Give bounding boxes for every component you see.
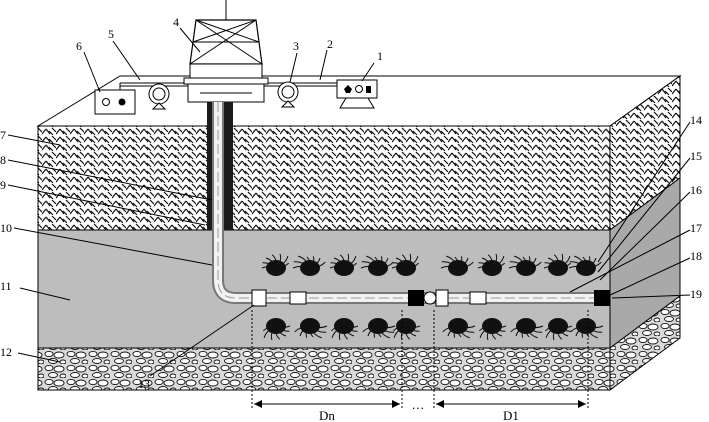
callout-5: 5 (108, 27, 114, 41)
fracture-cluster (545, 318, 573, 341)
fracture-cluster (442, 318, 476, 339)
callout-19: 19 (690, 287, 702, 301)
callout-14: 14 (690, 113, 702, 127)
fracture-cluster (568, 255, 602, 276)
callout-11: 11 (0, 279, 12, 293)
dimension-markers: Dn … D1 (254, 397, 586, 422)
callout-10: 10 (0, 221, 12, 235)
control-indicator-icon (118, 98, 126, 106)
callout-8: 8 (0, 153, 6, 167)
fracture-cluster (510, 318, 544, 339)
fracture-cluster (393, 318, 421, 341)
fracture-networks (261, 253, 604, 341)
overburden-layer (37, 125, 611, 231)
fracture-cluster (362, 318, 396, 339)
callout-12: 12 (0, 345, 12, 359)
control-unit (94, 89, 136, 115)
callout-labels: 1 2 3 4 5 6 7 8 9 10 11 12 13 14 15 16 1… (0, 15, 702, 391)
fracture-cluster (292, 255, 326, 276)
wellbore (207, 102, 610, 307)
fracture-cluster (440, 255, 474, 276)
gravel-side (609, 295, 681, 391)
leader-lines (7, 27, 691, 377)
callout-9: 9 (0, 178, 6, 192)
callout-18: 18 (690, 249, 702, 263)
fracture-cluster (360, 255, 394, 276)
callout-3: 3 (293, 39, 299, 53)
callout-15: 15 (690, 149, 702, 163)
callout-16: 16 (690, 183, 702, 197)
fracture-cluster (261, 253, 289, 276)
drilling-derrick (183, 0, 269, 103)
dimension-label-1: D1 (503, 408, 519, 422)
fracture-cluster (508, 255, 542, 276)
pump-right (277, 81, 299, 103)
plug-1 (594, 290, 610, 306)
plug-n (408, 290, 424, 306)
dimension-label-n: Dn (319, 408, 335, 422)
fracture-cluster (479, 318, 507, 341)
control-dial-icon (102, 98, 110, 106)
callout-7: 7 (0, 128, 6, 142)
ground-block (36, 75, 682, 391)
gravel-layer (37, 347, 611, 391)
stage-separators (251, 310, 589, 408)
callout-6: 6 (76, 39, 82, 53)
packer-left (251, 289, 267, 307)
dimension-ellipsis: … (412, 397, 425, 412)
fracture-cluster (329, 253, 357, 276)
callout-13: 13 (138, 377, 150, 391)
fracture-cluster (294, 318, 328, 339)
fracture-cluster (331, 318, 359, 341)
callout-2: 2 (327, 37, 333, 51)
pump-left (148, 83, 170, 105)
fracture-cluster (543, 253, 571, 276)
fracture-cluster (570, 318, 604, 339)
fracture-cluster (391, 253, 419, 276)
fracture-cluster (263, 318, 291, 341)
callout-4: 4 (173, 15, 179, 29)
callout-17: 17 (690, 221, 702, 235)
callout-1: 1 (377, 49, 383, 63)
fracture-cluster (477, 253, 505, 276)
